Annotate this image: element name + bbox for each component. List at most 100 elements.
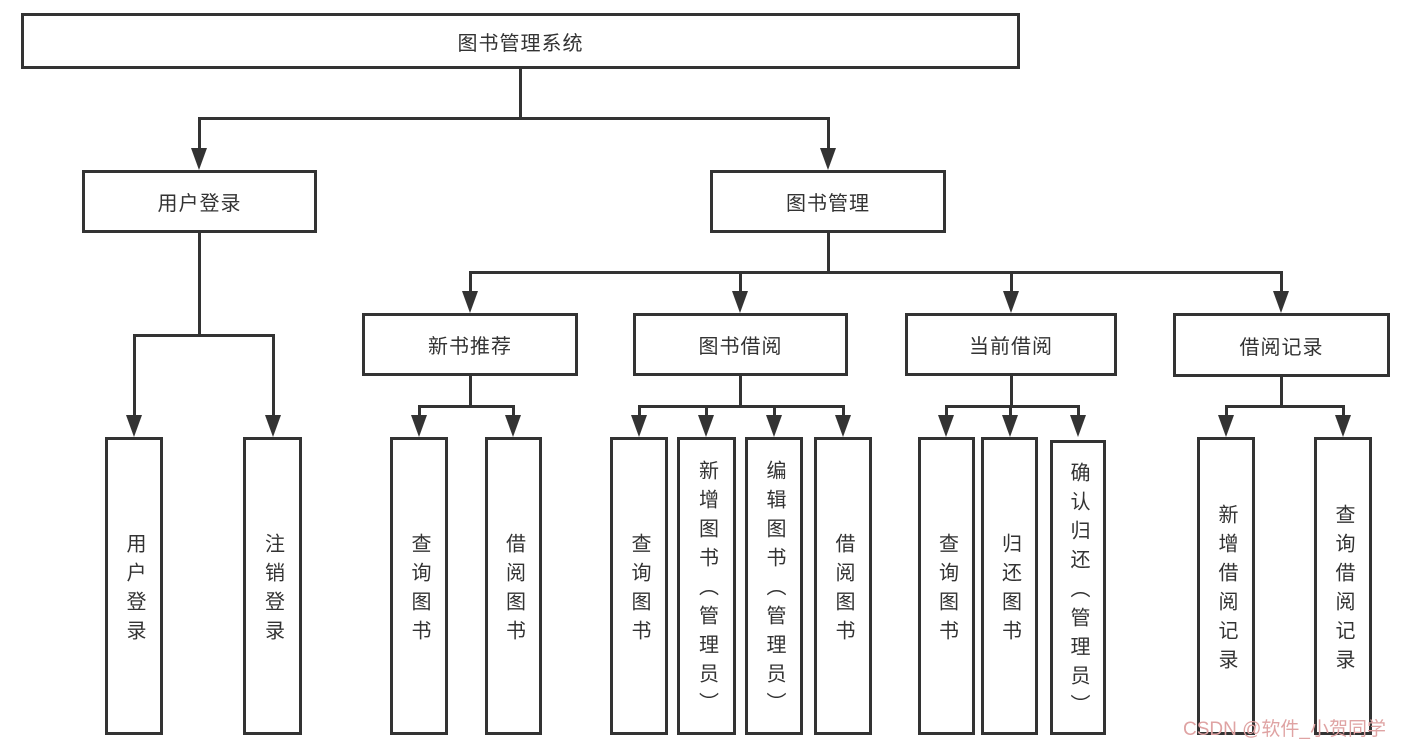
arrow-head-icon bbox=[411, 415, 427, 437]
arrow-head-icon bbox=[191, 148, 207, 170]
arrow-stem bbox=[944, 408, 948, 415]
connector-arrow-down bbox=[505, 408, 521, 437]
arrow-head-icon bbox=[698, 415, 714, 437]
connector-line bbox=[469, 376, 472, 408]
connector-line bbox=[469, 271, 1283, 274]
leaf-label: 归还图书 bbox=[998, 532, 1021, 649]
connector-arrow-down bbox=[698, 408, 714, 437]
connector-arrow-down bbox=[835, 408, 851, 437]
connector-arrow-down bbox=[1070, 408, 1086, 437]
node-label: 图书借阅 bbox=[698, 336, 783, 358]
node-root-label: 图书管理系统 bbox=[457, 32, 584, 55]
leaf-label: 查询图书 bbox=[408, 532, 430, 649]
leaf-label: 用户登录 bbox=[123, 532, 145, 649]
node-label: 当前借阅 bbox=[969, 336, 1053, 358]
leaf-recommend-query-books: 查询图书 bbox=[390, 437, 448, 735]
connector-arrow-down bbox=[938, 408, 954, 437]
node-user-login: 用户登录 bbox=[82, 170, 317, 233]
connector-line bbox=[198, 117, 830, 120]
arrow-head-icon bbox=[1273, 291, 1289, 313]
connector-arrow-down bbox=[820, 120, 836, 170]
arrow-head-icon bbox=[835, 415, 851, 437]
arrow-stem bbox=[1224, 408, 1228, 415]
node-label: 借阅记录 bbox=[1239, 336, 1324, 359]
connector-line bbox=[418, 405, 515, 408]
arrow-head-icon bbox=[766, 415, 782, 437]
connector-line bbox=[1010, 376, 1013, 408]
leaf-label: 确认归还（管理员） bbox=[1067, 461, 1089, 723]
arrow-head-icon bbox=[631, 415, 647, 437]
arrow-head-icon bbox=[820, 148, 836, 170]
connector-line bbox=[198, 233, 201, 337]
node-book-borrowing: 图书借阅 bbox=[633, 313, 848, 376]
leaf-label: 查询借阅记录 bbox=[1332, 503, 1354, 678]
arrow-stem bbox=[417, 408, 421, 415]
connector-arrow-down bbox=[732, 274, 748, 313]
connector-line bbox=[1225, 405, 1345, 408]
leaf-recommend-borrow-books: 借阅图书 bbox=[485, 437, 542, 735]
arrow-stem bbox=[637, 408, 641, 415]
leaf-label: 编辑图书（管理员） bbox=[763, 460, 785, 721]
arrow-head-icon bbox=[265, 415, 281, 437]
connector-arrow-down bbox=[265, 337, 281, 437]
leaf-label: 借阅图书 bbox=[502, 532, 525, 649]
leaf-label: 新增借阅记录 bbox=[1215, 503, 1237, 678]
connector-arrow-down bbox=[411, 408, 427, 437]
connector-line bbox=[519, 69, 522, 118]
leaf-query-borrow-record: 查询借阅记录 bbox=[1314, 437, 1372, 735]
node-new-book-recommend: 新书推荐 bbox=[362, 313, 578, 376]
arrow-head-icon bbox=[126, 415, 142, 437]
leaf-borrowing-borrow-books: 借阅图书 bbox=[814, 437, 872, 735]
connector-arrow-down bbox=[1003, 274, 1019, 313]
watermark: CSDN @软件_小贺同学 bbox=[1183, 719, 1386, 740]
arrow-head-icon bbox=[1002, 415, 1018, 437]
connector-arrow-down bbox=[126, 337, 142, 437]
arrow-stem bbox=[1341, 408, 1345, 415]
connector-arrow-down bbox=[1218, 408, 1234, 437]
leaf-user-login: 用户登录 bbox=[105, 437, 163, 735]
arrow-head-icon bbox=[462, 291, 478, 313]
arrow-head-icon bbox=[505, 415, 521, 437]
connector-line bbox=[1280, 377, 1283, 408]
arrow-stem bbox=[468, 274, 472, 291]
arrow-stem bbox=[132, 337, 136, 415]
arrow-stem bbox=[841, 408, 845, 415]
arrow-stem bbox=[772, 408, 776, 415]
node-label: 新书推荐 bbox=[428, 336, 512, 358]
leaf-return-books: 归还图书 bbox=[981, 437, 1038, 735]
node-label: 用户登录 bbox=[157, 193, 242, 215]
arrow-stem bbox=[826, 120, 830, 148]
arrow-stem bbox=[271, 337, 275, 415]
leaf-current-query-books: 查询图书 bbox=[918, 437, 975, 735]
connector-arrow-down bbox=[631, 408, 647, 437]
connector-arrow-down bbox=[462, 274, 478, 313]
connector-line bbox=[133, 334, 275, 337]
arrow-head-icon bbox=[938, 415, 954, 437]
leaf-label: 查询图书 bbox=[628, 532, 650, 649]
leaf-borrowing-query-books: 查询图书 bbox=[610, 437, 668, 735]
connector-arrow-down bbox=[1335, 408, 1351, 437]
arrow-stem bbox=[1279, 274, 1283, 291]
leaf-logout: 注销登录 bbox=[243, 437, 302, 735]
connector-line bbox=[739, 376, 742, 408]
connector-arrow-down bbox=[766, 408, 782, 437]
arrow-head-icon bbox=[1218, 415, 1234, 437]
connector-line bbox=[827, 233, 830, 274]
connector-arrow-down bbox=[1273, 274, 1289, 313]
leaf-label: 新增图书（管理员） bbox=[695, 460, 718, 721]
connector-line bbox=[638, 405, 845, 408]
arrow-head-icon bbox=[1335, 415, 1351, 437]
connector-line bbox=[945, 405, 1080, 408]
leaf-label: 借阅图书 bbox=[832, 532, 854, 649]
arrow-stem bbox=[197, 120, 201, 148]
arrow-head-icon bbox=[1070, 415, 1086, 437]
arrow-stem bbox=[1009, 274, 1013, 291]
leaf-label: 查询图书 bbox=[935, 532, 958, 649]
arrow-head-icon bbox=[732, 291, 748, 313]
node-book-management: 图书管理 bbox=[710, 170, 946, 233]
node-current-borrowing: 当前借阅 bbox=[905, 313, 1117, 376]
leaf-edit-books-admin: 编辑图书（管理员） bbox=[745, 437, 803, 735]
node-root: 图书管理系统 bbox=[21, 13, 1020, 69]
arrow-stem bbox=[1008, 408, 1012, 415]
